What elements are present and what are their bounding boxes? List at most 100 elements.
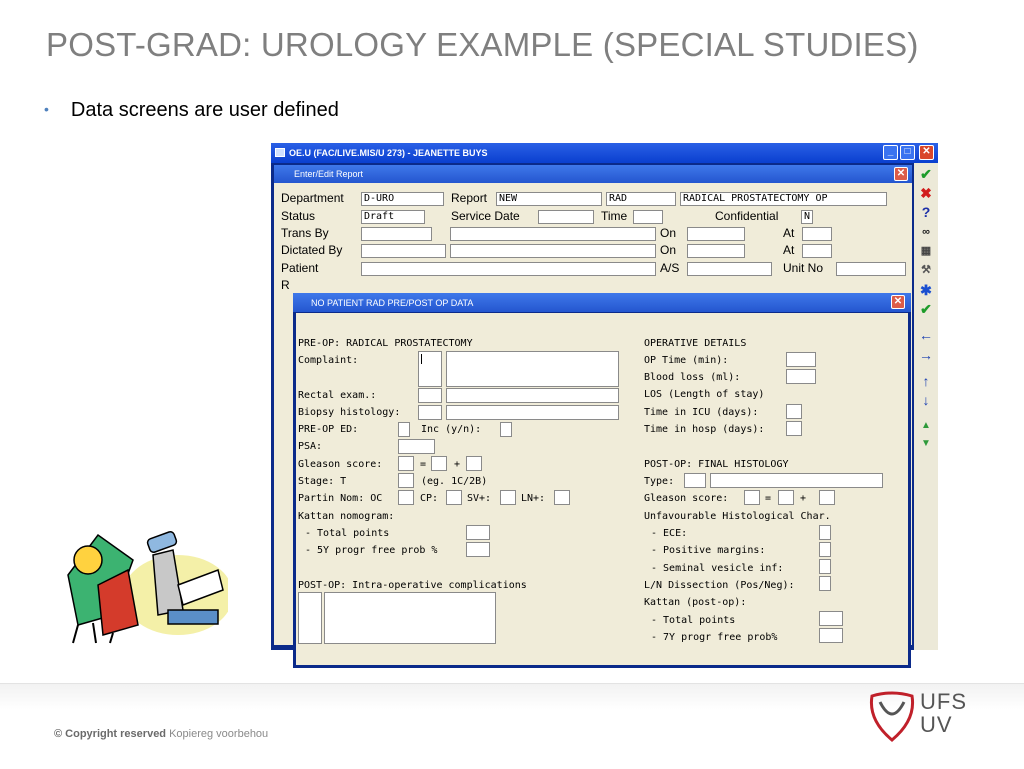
confidential-field[interactable]: N	[801, 210, 813, 224]
post-prog-free-field[interactable]	[819, 628, 843, 643]
preop-ed-field[interactable]	[398, 422, 410, 437]
biopsy-text-field[interactable]	[446, 405, 619, 420]
hosp-field[interactable]	[786, 421, 802, 436]
inc-field[interactable]	[500, 422, 512, 437]
copyright-rest: Kopiereg voorbehou	[169, 728, 269, 740]
minimize-button[interactable]: _	[883, 145, 898, 160]
final-gleason-a-field[interactable]	[744, 490, 760, 505]
dictated-on-field[interactable]	[687, 244, 745, 258]
complaint-text-field[interactable]	[446, 351, 619, 387]
maximize-button[interactable]: □	[900, 145, 915, 160]
dictated-on-label: On	[660, 243, 677, 257]
blood-loss-label: Blood loss (ml):	[644, 372, 741, 383]
as-label: A/S	[660, 261, 680, 275]
dialog-close-button[interactable]: ✕	[891, 295, 905, 309]
preop-ed-label: PRE-OP ED:	[298, 424, 359, 435]
preop-heading: PRE-OP: RADICAL PROSTATECTOMY	[298, 338, 473, 349]
tools-icon[interactable]: ⚒	[921, 264, 931, 276]
final-gleason-c-field[interactable]	[819, 490, 835, 505]
status-field[interactable]: Draft	[361, 210, 425, 224]
service-date-field[interactable]	[538, 210, 594, 224]
arrow-right-icon[interactable]: →	[919, 347, 933, 363]
doctors-clipart-icon	[67, 531, 228, 644]
dictated-by-name-field[interactable]	[450, 244, 656, 258]
arrow-up-icon[interactable]: ↑	[922, 373, 930, 389]
gleason-c-field[interactable]	[466, 456, 482, 471]
as-field[interactable]	[687, 262, 772, 276]
trans-at-field[interactable]	[802, 227, 832, 241]
complications-code-field[interactable]	[298, 592, 322, 644]
complications-text-field[interactable]	[324, 592, 496, 644]
trans-by-field[interactable]	[361, 227, 432, 241]
trans-by-name-field[interactable]	[450, 227, 656, 241]
post-total-points-label: - Total points	[651, 615, 736, 626]
unit-no-field[interactable]	[836, 262, 906, 276]
asterisk-icon[interactable]: ✱	[920, 282, 932, 298]
ece-field[interactable]	[819, 525, 831, 540]
psa-label: PSA:	[298, 441, 323, 452]
gleason-plus: +	[454, 459, 461, 470]
type-text-field[interactable]	[710, 473, 883, 488]
partin-oc-field[interactable]	[398, 490, 414, 505]
report-code-field[interactable]: RAD	[606, 192, 676, 206]
time-field[interactable]	[633, 210, 663, 224]
patient-field[interactable]	[361, 262, 656, 276]
gleason-a-field[interactable]	[398, 456, 414, 471]
close-button[interactable]: ✕	[919, 145, 934, 160]
seminal-label: - Seminal vesicle inf:	[651, 563, 784, 574]
blood-loss-field[interactable]	[786, 369, 816, 384]
partin-sv-field[interactable]	[500, 490, 516, 505]
partin-label: Partin Nom: OC	[298, 493, 383, 504]
biopsy-code-field[interactable]	[418, 405, 442, 420]
trans-on-field[interactable]	[687, 227, 745, 241]
chevron-down-icon[interactable]: ▼	[921, 438, 931, 449]
icu-field[interactable]	[786, 404, 802, 419]
gleason-b-field[interactable]	[431, 456, 447, 471]
ln-dissection-label: L/N Dissection (Pos/Neg):	[644, 580, 795, 591]
dictated-at-field[interactable]	[802, 244, 832, 258]
arrow-left-icon[interactable]: ←	[919, 327, 933, 343]
ln-dissection-field[interactable]	[819, 576, 831, 591]
rectal-exam-text-field[interactable]	[446, 388, 619, 403]
copyright-text: © Copyright reserved Kopiereg voorbehou	[54, 728, 268, 740]
rectal-exam-code-field[interactable]	[418, 388, 442, 403]
table-delete-icon[interactable]: ▦	[920, 245, 932, 257]
report-description-field[interactable]: RADICAL PROSTATECTOMY OP	[680, 192, 887, 206]
type-code-field[interactable]	[684, 473, 706, 488]
check-all-icon[interactable]: ✔	[920, 301, 932, 317]
margins-field[interactable]	[819, 542, 831, 557]
department-field[interactable]: D-URO	[361, 192, 444, 206]
complaint-code-field[interactable]	[418, 351, 442, 387]
trans-by-label: Trans By	[281, 226, 329, 240]
report-field[interactable]: NEW	[496, 192, 602, 206]
op-time-field[interactable]	[786, 352, 816, 367]
dictated-by-field[interactable]	[361, 244, 446, 258]
partin-ln-field[interactable]	[554, 490, 570, 505]
dialog-titlebar[interactable]: NO PATIENT RAD PRE/POST OP DATA ✕	[293, 293, 911, 312]
slide-title: POST-GRAD: UROLOGY EXAMPLE (SPECIAL STUD…	[46, 26, 919, 63]
hosp-label: Time in hosp (days):	[644, 424, 765, 435]
chevron-up-icon[interactable]: ▲	[921, 420, 931, 431]
window-titlebar[interactable]: OE.U (FAC/LIVE.MIS/U 273) - JEANETTE BUY…	[271, 143, 938, 163]
bullet-text: Data screens are user defined	[70, 99, 339, 121]
psa-field[interactable]	[398, 439, 435, 454]
total-points-field[interactable]	[466, 525, 490, 540]
patient-label: Patient	[281, 261, 319, 275]
biopsy-histology-label: Biopsy histology:	[298, 407, 401, 418]
post-total-points-field[interactable]	[819, 611, 843, 626]
final-gleason-b-field[interactable]	[778, 490, 794, 505]
arrow-down-icon[interactable]: ↓	[922, 392, 930, 408]
binoculars-icon[interactable]: ∞	[922, 226, 930, 238]
stage-field[interactable]	[398, 473, 414, 488]
seminal-field[interactable]	[819, 559, 831, 574]
dialog-body: PRE-OP: RADICAL PROSTATECTOMY Complaint:…	[296, 313, 908, 665]
help-icon[interactable]: ?	[921, 204, 931, 220]
ece-label: - ECE:	[651, 528, 688, 539]
check-icon[interactable]: ✔	[920, 166, 932, 182]
prog-free-field[interactable]	[466, 542, 490, 557]
partin-cp-field[interactable]	[446, 490, 462, 505]
subform-close-button[interactable]: ✕	[894, 167, 908, 181]
cross-icon[interactable]: ✖	[920, 185, 932, 201]
